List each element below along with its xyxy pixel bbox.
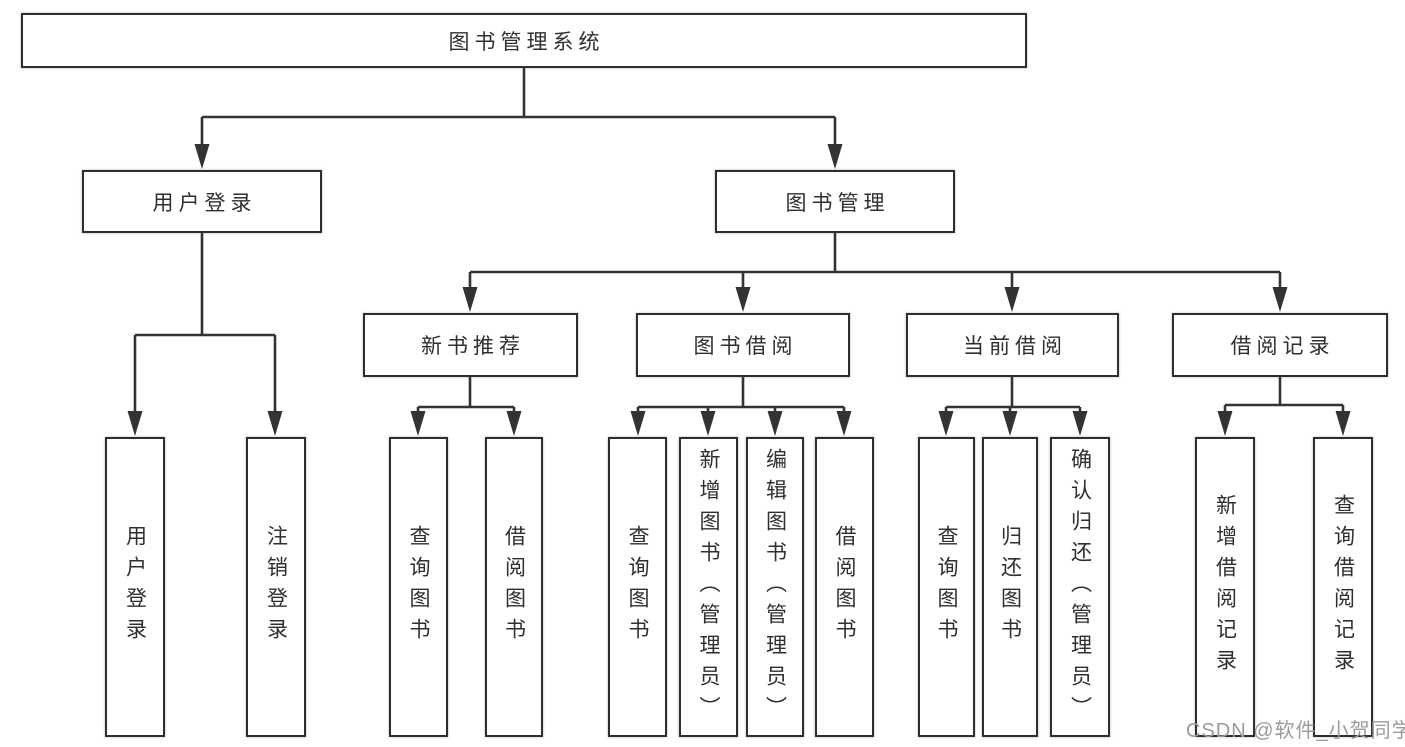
node-book-borrowing: 图书借阅 xyxy=(636,313,850,377)
node-user-login: 用户登录 xyxy=(82,170,322,233)
leaf-add-books-admin: 新增图书（管理员） xyxy=(679,437,738,737)
node-borrowing-records: 借阅记录 xyxy=(1172,313,1388,377)
leaf-return-books-label: 归还图书 xyxy=(998,525,1022,649)
node-user-login-label: 用户登录 xyxy=(152,191,257,215)
connector-book-management-children xyxy=(468,233,1282,289)
leaf-logout-label: 注销登录 xyxy=(264,525,288,649)
leaf-user-login-label: 用户登录 xyxy=(123,525,147,649)
leaf-query-books-recommend: 查询图书 xyxy=(389,437,448,737)
leaf-query-borrow-record: 查询借阅记录 xyxy=(1313,437,1373,737)
node-book-borrowing-label: 图书借阅 xyxy=(693,335,798,358)
leaf-user-login: 用户登录 xyxy=(105,437,165,737)
leaf-add-books-admin-label: 新增图书（管理员） xyxy=(697,447,720,727)
node-root: 图书管理系统 xyxy=(21,13,1027,68)
leaf-borrow-books-borrowing-label: 借阅图书 xyxy=(833,525,856,649)
leaf-query-books-current: 查询图书 xyxy=(918,437,975,737)
node-current-borrowing: 当前借阅 xyxy=(906,313,1119,377)
node-current-borrowing-label: 当前借阅 xyxy=(963,335,1067,358)
leaf-query-books-recommend-label: 查询图书 xyxy=(407,525,430,649)
connector-book-borrowing-children xyxy=(636,377,846,413)
leaf-borrow-books-recommend-label: 借阅图书 xyxy=(502,525,526,649)
leaf-logout: 注销登录 xyxy=(246,437,306,737)
leaf-add-borrow-record: 新增借阅记录 xyxy=(1195,437,1255,737)
leaf-add-borrow-record-label: 新增借阅记录 xyxy=(1213,494,1237,680)
leaf-confirm-return-admin-label: 确认归还（管理员） xyxy=(1068,447,1092,727)
arrowheads xyxy=(127,144,1351,436)
leaf-query-borrow-record-label: 查询借阅记录 xyxy=(1331,494,1355,680)
connector-new-book-recommend-children xyxy=(416,377,516,413)
csdn-watermark: CSDN @软件_小贺同学 xyxy=(1186,720,1405,742)
node-book-management-label: 图书管理 xyxy=(785,191,890,215)
leaf-borrow-books-recommend: 借阅图书 xyxy=(485,437,543,737)
leaf-return-books: 归还图书 xyxy=(982,437,1038,737)
leaf-query-books-borrowing-label: 查询图书 xyxy=(626,525,649,649)
leaf-confirm-return-admin: 确认归还（管理员） xyxy=(1050,437,1110,737)
leaf-edit-books-admin: 编辑图书（管理员） xyxy=(746,437,804,737)
node-new-book-recommend-label: 新书推荐 xyxy=(421,335,525,358)
leaf-borrow-books-borrowing: 借阅图书 xyxy=(815,437,874,737)
leaf-query-books-borrowing: 查询图书 xyxy=(608,437,667,737)
connector-borrowing-records-children xyxy=(1223,377,1345,413)
connector-user-login-children xyxy=(133,233,277,413)
node-root-label: 图书管理系统 xyxy=(448,30,605,54)
node-borrowing-records-label: 借阅记录 xyxy=(1230,335,1335,358)
node-new-book-recommend: 新书推荐 xyxy=(363,313,578,377)
connector-root-to-level2 xyxy=(200,68,837,146)
node-book-management: 图书管理 xyxy=(715,170,955,233)
leaf-edit-books-admin-label: 编辑图书（管理员） xyxy=(763,447,787,727)
connector-current-borrowing-children xyxy=(944,377,1082,413)
leaf-query-books-current-label: 查询图书 xyxy=(935,525,958,649)
